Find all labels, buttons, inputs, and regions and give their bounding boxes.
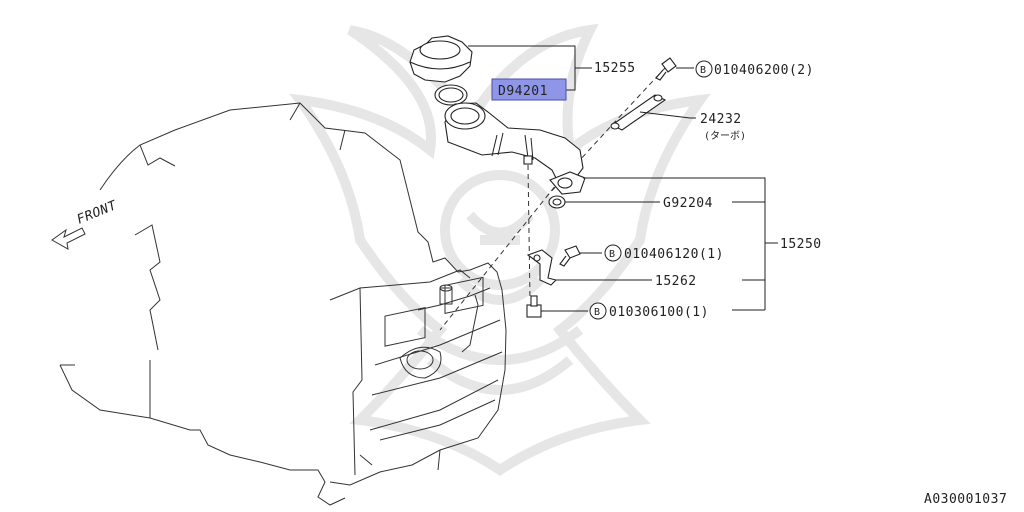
part-label-d94201-highlight[interactable]: D94201: [491, 78, 567, 101]
part-label-24232[interactable]: 24232: [700, 112, 742, 127]
bracket-24232: [610, 94, 667, 131]
gasket-ring: [548, 195, 566, 209]
bolt-symbol-middle: B: [604, 244, 622, 262]
svg-text:B: B: [594, 307, 600, 318]
diagram-reference-code: A030001037: [924, 492, 1007, 507]
front-label: FRONT: [75, 198, 120, 228]
part-label-bolt-bottom[interactable]: 010306100(1): [609, 305, 709, 320]
engine-block: [59, 102, 507, 506]
assembly-line-bolt: [527, 164, 531, 301]
part-label-24232-note: (ターボ): [704, 130, 746, 142]
front-arrow-icon: FRONT: [51, 198, 120, 250]
leader-15255: [468, 45, 592, 91]
watermark-emblem: [289, 23, 711, 477]
oil-filler-pipe: [444, 102, 586, 195]
part-label-15262[interactable]: 15262: [655, 274, 697, 289]
part-label-bolt-top[interactable]: 010406200(2): [714, 63, 814, 78]
part-label-g92204[interactable]: G92204: [663, 196, 713, 211]
bolt-symbol-top: B: [695, 60, 713, 78]
leader-bracket: [639, 111, 696, 119]
part-label-bolt-middle[interactable]: 010406120(1): [624, 247, 724, 262]
part-label-15255[interactable]: 15255: [594, 61, 636, 76]
part-label-d94201[interactable]: D94201: [498, 84, 548, 99]
oil-filler-cap: [409, 35, 473, 83]
bolt-symbol-bottom: B: [589, 302, 607, 320]
part-label-15250[interactable]: 15250: [780, 237, 822, 252]
bolt-middle: [559, 245, 581, 267]
svg-text:B: B: [700, 65, 706, 76]
svg-text:B: B: [609, 249, 615, 260]
bolt-top: [655, 57, 677, 81]
bolt-bottom: [526, 295, 542, 318]
o-ring-seal: [434, 84, 468, 106]
leader-15250: [583, 177, 778, 311]
